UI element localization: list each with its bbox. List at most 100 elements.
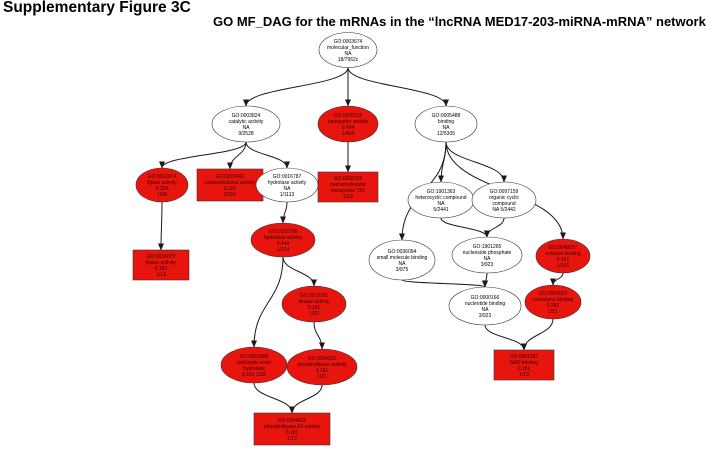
node-label-n1901265-2: NA: [484, 256, 492, 262]
node-label-n52689-0: GO:0052689: [240, 354, 269, 360]
edge-n16788-n52689: [251, 256, 284, 348]
node-label-n16787-1: hydrolase activity: [268, 180, 307, 186]
node-label-n97159-2: compound: [492, 201, 516, 207]
edge-n97159-n1901265: [484, 217, 505, 238]
edge-n3674-n3824: [243, 67, 349, 107]
node-label-n166-1: nucleotide binding: [465, 301, 506, 307]
node-shape-n5215: [317, 105, 379, 143]
node-shape-n16879: [132, 249, 190, 281]
figure-label: Supplementary Figure 3C: [3, 0, 191, 16]
node-label-n52689-3: 0.181 1/28: [242, 372, 266, 378]
node-shape-n51287: [493, 349, 555, 381]
node-label-n50662-2: 0.282: [547, 303, 560, 309]
node-label-n8320-3: 1/18: [343, 194, 353, 200]
edge-n5488-n97159: [445, 141, 507, 183]
node-label-n3674-2: NA: [345, 51, 353, 57]
node-label-n36094-1: small molecule binding: [377, 255, 428, 261]
node-label-n5215-0: GO:0005215: [334, 113, 363, 119]
node-label-n4620-3: 1/21: [317, 374, 327, 380]
edge-n3674-n5488: [347, 67, 449, 107]
node-label-n51287-2: 0.181: [518, 366, 531, 372]
edge-n48037-n50662: [550, 272, 564, 286]
edge-n52689-n4623: [253, 382, 295, 414]
node-label-n3824-2: NA: [243, 125, 251, 131]
node-shape-n5488: [414, 105, 478, 143]
node-label-n1901265-0: GO:1901265: [473, 244, 502, 250]
node-shape-n16874: [135, 167, 189, 203]
edge-n36094-n166: [401, 279, 488, 288]
edge-n3824-n16874: [159, 141, 247, 169]
node-label-n16879-2: 0.181: [155, 266, 168, 272]
node-label-n52689-2: hydrolase: [243, 366, 265, 372]
node-shape-n36094: [368, 239, 436, 281]
node-label-n166-3: 3/923: [479, 313, 492, 319]
node-label-n5488-1: binding: [438, 119, 454, 125]
node-shape-n16491: [196, 168, 264, 202]
nodes-layer: GO:0003674molecular_functionNA18/7962cGO…: [132, 32, 591, 446]
node-shape-n3824: [211, 105, 281, 143]
node-label-n1901363-2: NA: [438, 201, 446, 207]
node-shape-n50662: [524, 284, 582, 320]
node-label-n97159-0: GO:0097159: [490, 189, 519, 195]
node-label-n16788-0: GO:0016788: [269, 229, 298, 235]
node-label-n4623-2: 0.181: [286, 430, 299, 436]
node-label-n16874-3: 1/68: [157, 192, 167, 198]
node-label-n3674-0: GO:0003674: [334, 39, 363, 45]
node-label-n50662-3: 1/51: [548, 309, 558, 315]
node-label-n48037-3: 1/161: [557, 263, 570, 269]
node-shape-n1901265: [451, 236, 523, 274]
node-label-n16301-0: GO:0016301: [300, 293, 329, 299]
node-label-n5215-1: transporter activity: [328, 119, 369, 125]
edge-n4620-n4623: [289, 384, 323, 414]
node-label-n4623-0: GO:0004623: [278, 418, 307, 424]
node-label-n16874-2: 0.329: [156, 186, 169, 192]
node-label-n8320-2: transporter 191: [331, 188, 365, 194]
node-label-n1901363-1: heterocyclic compound: [415, 195, 466, 201]
node-label-n4623-1: phospholipase A2 activity: [264, 424, 321, 430]
node-shape-n166: [448, 286, 522, 326]
node-label-n5488-3: 12/5305: [437, 131, 455, 137]
node-label-n3824-1: catalytic activity: [229, 119, 264, 125]
node-label-n97159-1: organic cyclic: [489, 195, 520, 201]
node-shape-n8320: [317, 171, 379, 203]
node-label-n97159-3: NA 5/2442: [492, 207, 516, 213]
edge-n3824-n16491: [227, 141, 247, 170]
node-label-n16491-2: 0.181: [224, 186, 237, 192]
node-label-n4620-0: GO:0004620: [308, 356, 337, 362]
node-label-n1901265-1: nucleoside phosphate: [463, 250, 512, 256]
node-label-n5215-2: 0.494: [342, 125, 355, 131]
node-label-n16491-0: GO:0016491: [216, 174, 245, 180]
node-label-n48037-0: GO:0048037: [549, 245, 578, 251]
edge-n3824-n16787: [245, 141, 290, 169]
node-shape-n4623: [253, 412, 331, 446]
edge-n16787-n16788: [280, 201, 288, 224]
node-label-n51287-0: GO:0051287: [510, 354, 539, 360]
node-label-n36094-3: 3/975: [396, 267, 409, 273]
edge-n50662-n51287: [521, 318, 554, 351]
node-label-n8320-1: macromolecular: [330, 182, 366, 188]
node-label-n36094-0: GO:0036094: [388, 249, 417, 255]
node-label-n16879-0: GO:0016879: [147, 254, 176, 260]
node-label-n48037-2: 0.421: [557, 257, 570, 263]
node-label-n4620-1: phospholipase activity: [298, 362, 347, 368]
node-shape-n97159: [471, 181, 537, 219]
node-label-n51287-1: NAD binding: [510, 360, 538, 366]
node-label-n1901363-0: GO:1901363: [427, 189, 456, 195]
node-label-n5215-3: 1/405: [342, 131, 355, 137]
node-label-n1901363-3: 5/2441: [433, 207, 449, 213]
node-label-n16788-1: hydrolase activity: [264, 235, 303, 241]
node-shape-n48037: [535, 238, 591, 274]
